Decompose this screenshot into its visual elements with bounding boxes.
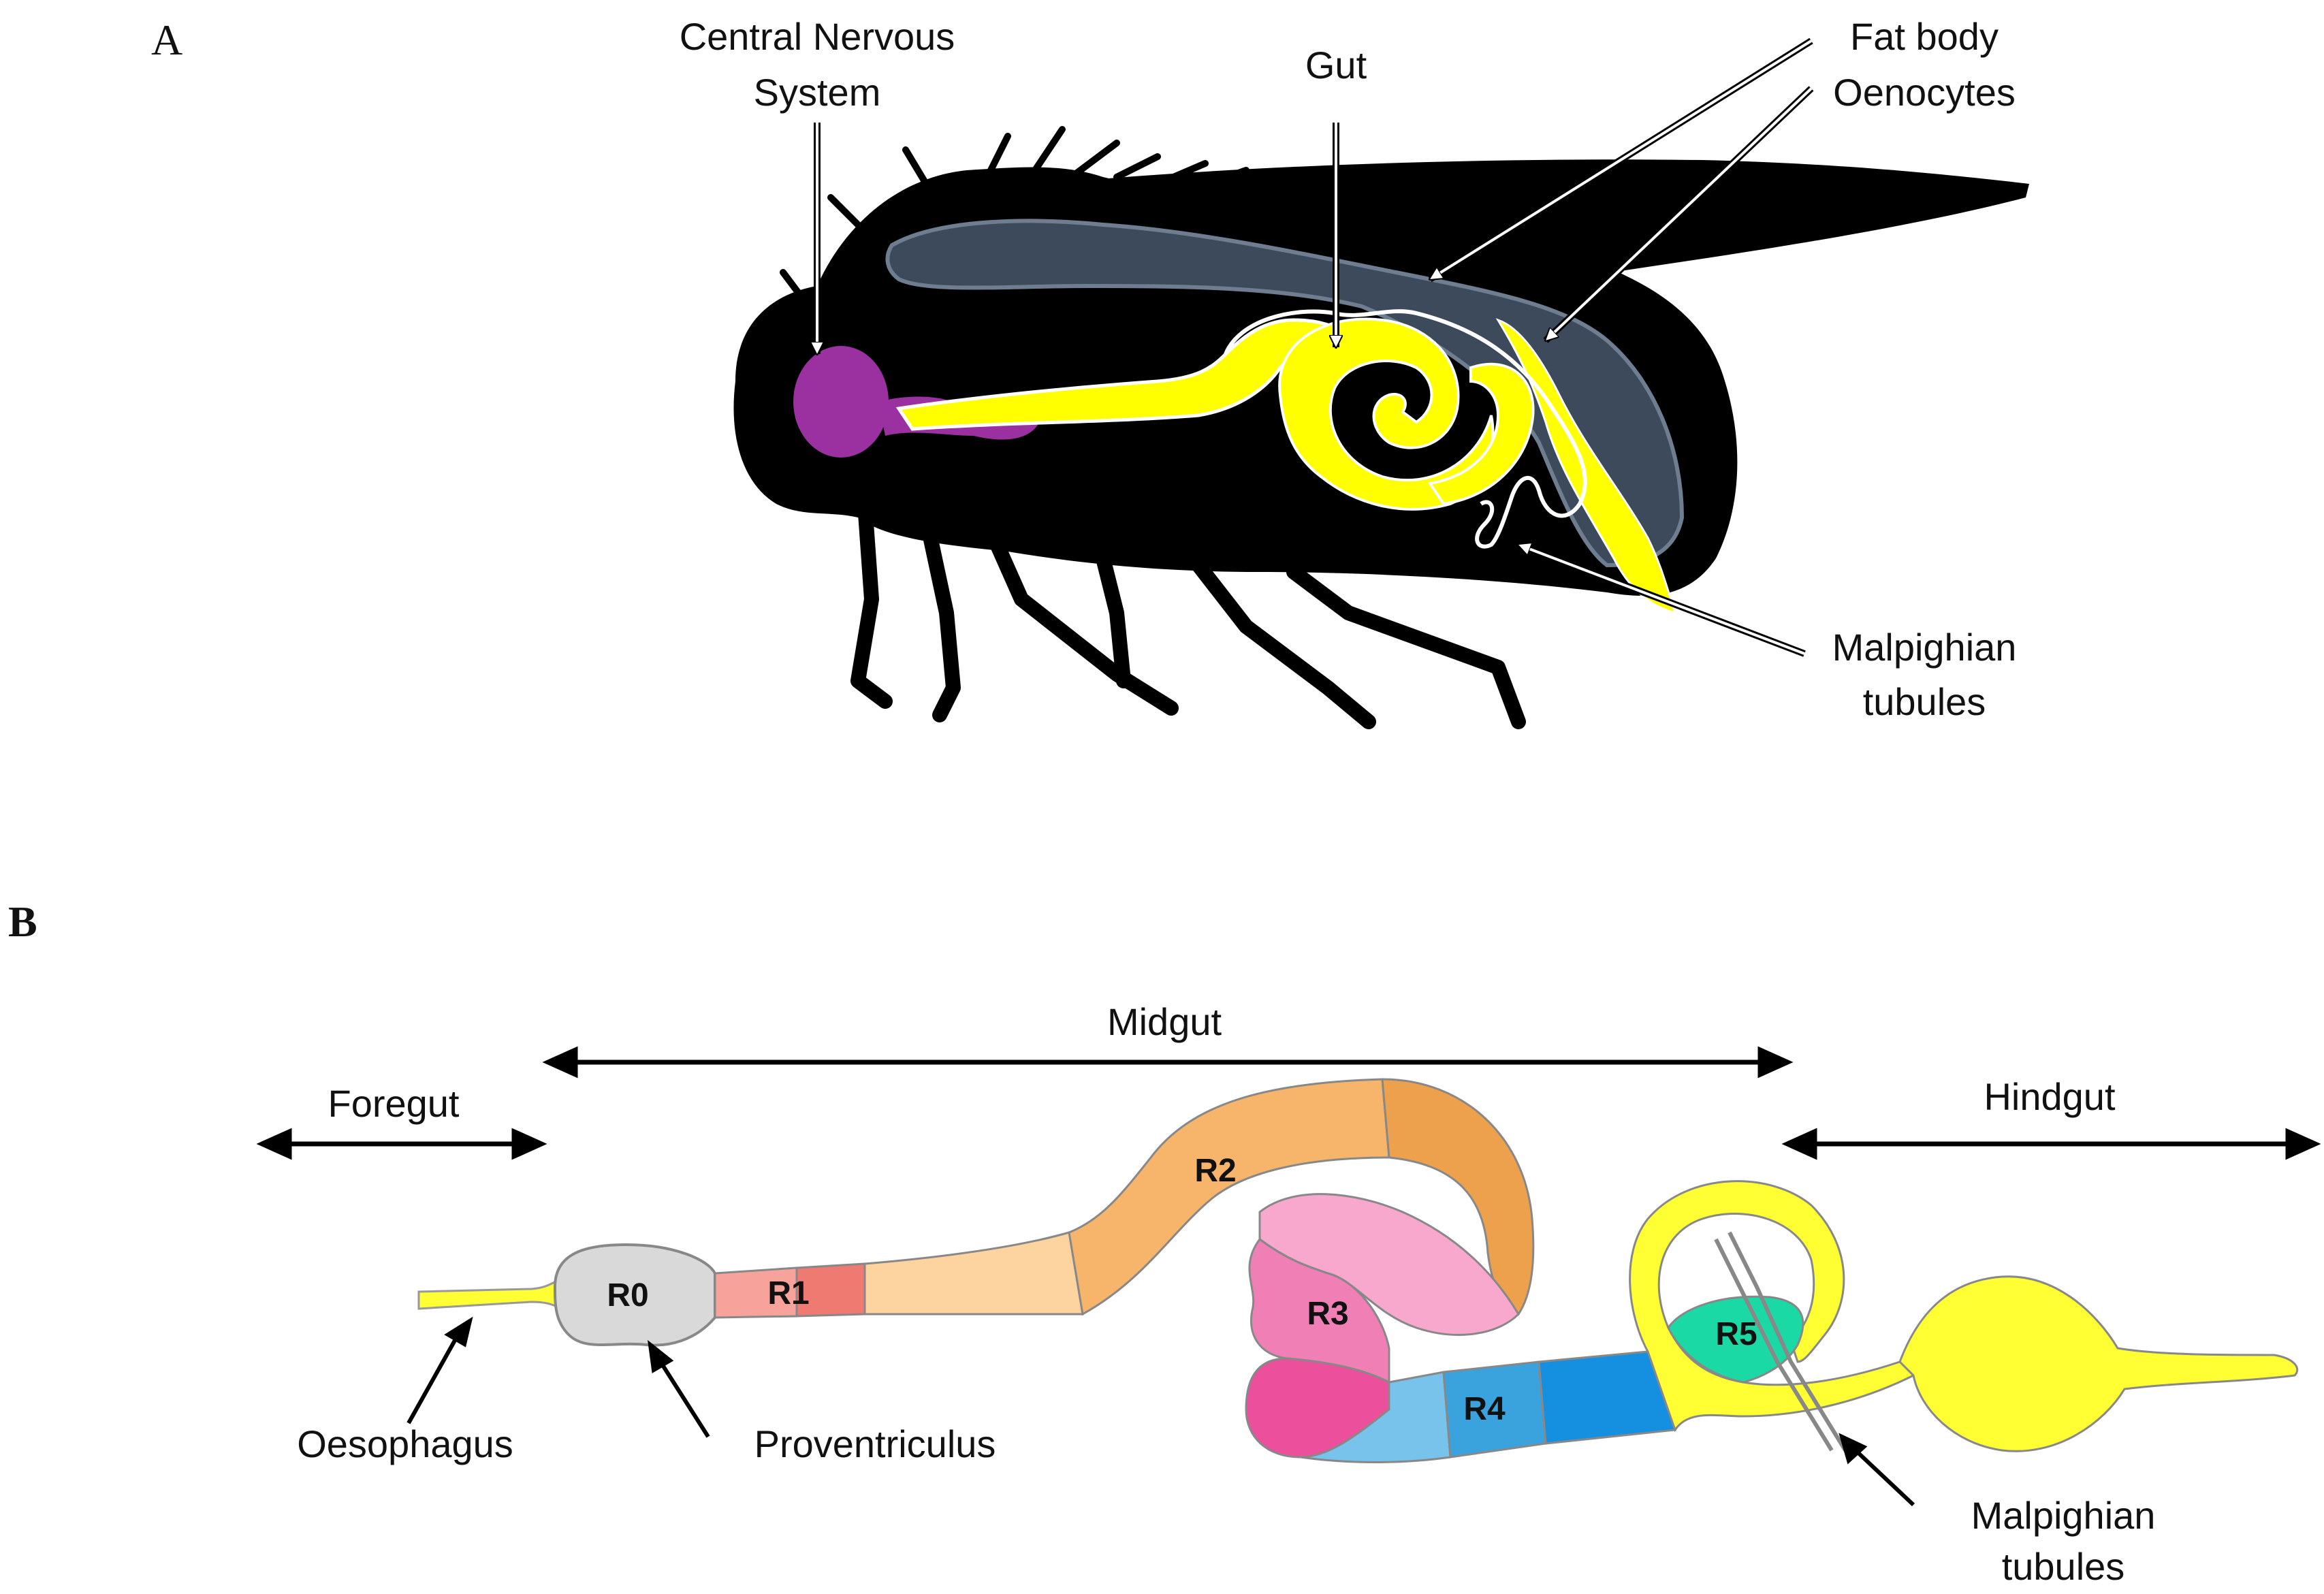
panel-a-letter: A xyxy=(151,16,182,64)
section-arrows xyxy=(256,1046,2321,1160)
label-malpighian-a-line1: Malpighian xyxy=(1832,626,2017,669)
malpighian-tubules-b xyxy=(1714,1231,1847,1452)
label-r2: R2 xyxy=(1194,1153,1236,1189)
label-r3: R3 xyxy=(1307,1296,1348,1332)
panel-b-pointers xyxy=(407,1316,1915,1507)
hindgut-bulb xyxy=(1898,1275,2299,1452)
label-midgut: Midgut xyxy=(1107,1000,1222,1043)
label-malpighian-b-line2: tubules xyxy=(2002,1545,2125,1588)
label-malpighian-a-line2: tubules xyxy=(1863,680,1986,723)
region-r0 xyxy=(553,1243,716,1347)
label-cns-line1: Central Nervous xyxy=(680,15,955,58)
fly-legs xyxy=(850,496,1526,729)
gut xyxy=(895,317,1677,615)
label-malpighian-b-line1: Malpighian xyxy=(1971,1494,2156,1537)
malpighian-tubules xyxy=(1224,309,1587,549)
panel-a: A Central Nervous System Gut Fat body xyxy=(151,15,2029,729)
hindgut-loop xyxy=(1629,1180,1919,1433)
oesophagus-segment xyxy=(417,1278,560,1310)
label-r1: R1 xyxy=(767,1275,809,1311)
label-foregut: Foregut xyxy=(328,1082,460,1125)
label-r5: R5 xyxy=(1715,1316,1757,1352)
region-r4-light xyxy=(1300,1371,1452,1463)
label-fat-body: Fat body xyxy=(1850,15,1999,58)
label-cns-line2: System xyxy=(754,71,881,114)
label-oesophagus: Oesophagus xyxy=(297,1422,513,1465)
label-r4: R4 xyxy=(1463,1391,1506,1427)
label-oenocytes: Oenocytes xyxy=(1833,71,2016,114)
panel-b: B Foregut Midgut Hindgut xyxy=(8,897,2321,1588)
fly-bristles xyxy=(780,126,1249,303)
panel-b-letter: B xyxy=(8,897,37,946)
region-r2-dark xyxy=(1381,1078,1535,1316)
region-r2-light xyxy=(863,1231,1084,1316)
label-hindgut: Hindgut xyxy=(1984,1075,2115,1118)
label-proventriculus: Proventriculus xyxy=(754,1422,996,1465)
label-r0: R0 xyxy=(607,1277,648,1313)
label-gut: Gut xyxy=(1305,44,1367,86)
